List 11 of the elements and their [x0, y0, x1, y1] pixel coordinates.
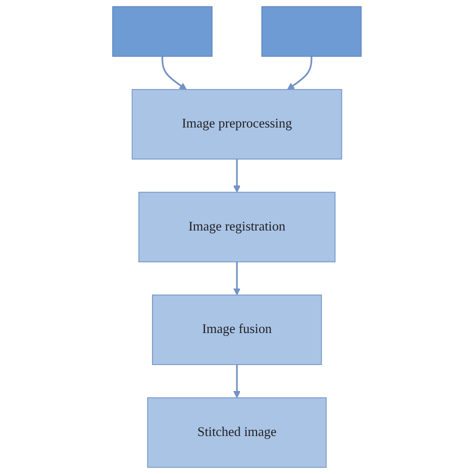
arrow: [162, 56, 187, 90]
node-box: Image registration: [138, 192, 336, 262]
arrow: [233, 159, 241, 193]
node-box: [112, 6, 213, 57]
node-box: Image fusion: [152, 294, 322, 366]
arrow: [287, 56, 312, 90]
node-box: Stitched image: [147, 397, 327, 468]
node-box: [261, 6, 362, 57]
arrow: [233, 364, 241, 398]
node-box: Image preprocessing: [132, 89, 342, 160]
arrow: [233, 262, 241, 296]
